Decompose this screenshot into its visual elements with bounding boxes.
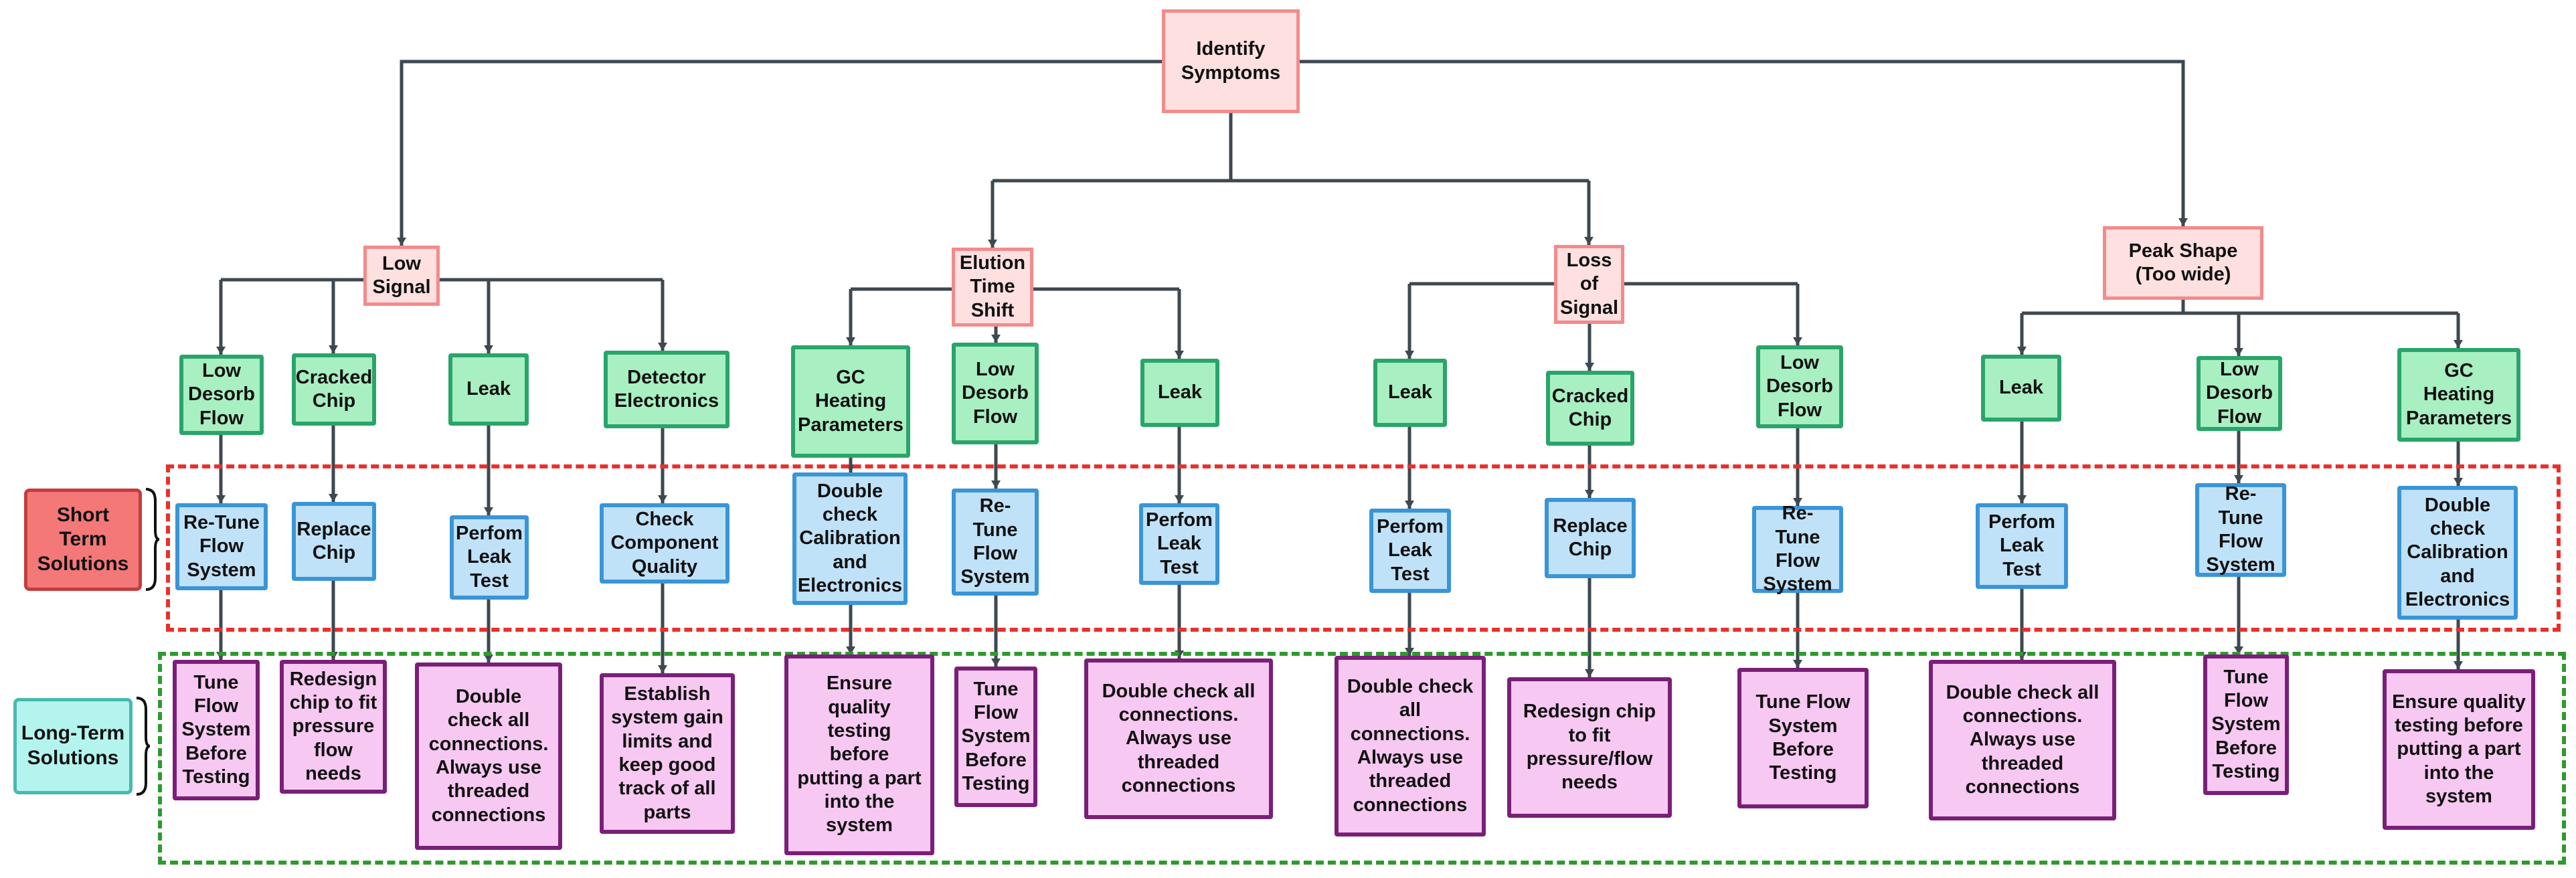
arrow-short-8: [1405, 501, 1414, 509]
arrow-long-3: [484, 654, 493, 663]
short-term-node-9: Replace Chip: [1545, 498, 1636, 578]
short-term-node-13: Double check Calibration and Electronics: [2397, 486, 2518, 620]
arrow-cause-13: [2454, 340, 2463, 348]
cause-node-12: Low Desorb Flow: [2197, 356, 2282, 431]
category-peak-shape: Peak Shape (Too wide): [2103, 226, 2263, 300]
arrow-cause-6: [991, 335, 1001, 343]
edge-root-peak-shape: [1300, 60, 2185, 226]
long-term-node-3: Double check all connections. Always use…: [415, 663, 562, 850]
arrow-loss: [1584, 237, 1594, 245]
arrow-cause-8: [1405, 351, 1414, 359]
short-term-node-6: Re-Tune Flow System: [952, 489, 1039, 596]
short-term-node-10: Re-Tune Flow System: [1752, 503, 1843, 595]
arrow-long-12: [2234, 646, 2243, 654]
arrow-low-signal: [397, 238, 406, 246]
cause-node-5: GC Heating Parameters: [791, 345, 910, 458]
long-term-node-9: Redesign chip to fit pressure/flow needs: [1507, 677, 1672, 818]
short-term-node-1: Re-Tune Flow System: [175, 503, 268, 590]
long-term-bracket: [136, 697, 150, 796]
short-term-node-2: Replace Chip: [292, 502, 376, 581]
arrow-long-9: [1585, 669, 1594, 677]
arrow-short-6: [991, 480, 1001, 489]
cause-node-13: GC Heating Parameters: [2397, 348, 2520, 442]
arrow-long-4: [658, 665, 667, 673]
arrow-cause-3: [484, 345, 493, 353]
arrow-cause-7: [1175, 351, 1184, 359]
arrow-long-5: [846, 646, 855, 654]
cause-node-6: Low Desorb Flow: [952, 343, 1039, 444]
cause-node-8: Leak: [1373, 359, 1447, 427]
legend-short-term-solutions: Short Term Solutions: [24, 489, 142, 591]
root-node: Identify Symptoms: [1162, 9, 1300, 113]
arrow-short-1: [216, 495, 226, 503]
long-term-node-7: Double check all connections. Always use…: [1084, 658, 1273, 819]
category-low-signal: Low Signal: [363, 246, 440, 306]
cause-node-10: Low Desorb Flow: [1756, 345, 1843, 428]
long-term-node-2: Redesign chip to fit pressure flow needs: [280, 660, 387, 794]
cause-node-9: Cracked Chip: [1546, 371, 1634, 446]
long-term-band: [158, 652, 2566, 865]
arrow-short-4: [658, 495, 667, 503]
arrow-cause-2: [329, 345, 338, 353]
short-term-node-5: Double check Calibration and Electronics: [792, 472, 908, 605]
long-term-node-11: Double check all connections. Always use…: [1929, 660, 2116, 820]
short-term-node-4: Check Component Quality: [600, 503, 729, 584]
arrow-elution: [988, 240, 997, 248]
short-term-node-7: Perfom Leak Test: [1139, 503, 1219, 585]
long-term-node-13: Ensure quality testing before putting a …: [2383, 669, 2535, 830]
arrow-cause-1: [216, 347, 226, 355]
short-term-node-3: Perfom Leak Test: [450, 515, 529, 600]
cause-node-4: Detector Electronics: [604, 351, 729, 428]
cause-node-3: Leak: [448, 353, 529, 426]
long-term-node-4: Establish system gain limits and keep go…: [600, 673, 735, 834]
arrow-short-12: [2234, 475, 2243, 483]
arrow-long-6: [991, 658, 1001, 667]
cause-node-2: Cracked Chip: [292, 353, 376, 426]
short-term-node-8: Perfom Leak Test: [1369, 509, 1451, 593]
legend-long-term-solutions: Long-Term Solutions: [13, 698, 133, 794]
arrow-cause-12: [2234, 348, 2243, 356]
arrow-cause-10: [1793, 337, 1802, 345]
cause-node-11: Leak: [1981, 355, 2061, 422]
arrow-short-7: [1175, 495, 1184, 503]
short-term-band: [166, 464, 2561, 632]
short-term-node-11: Perfom Leak Test: [1976, 503, 2068, 589]
cause-node-7: Leak: [1140, 359, 1219, 427]
arrow-cause-5: [846, 337, 855, 345]
arrow-cause-9: [1585, 363, 1594, 371]
category-elution-time-shift: Elution Time Shift: [952, 248, 1033, 327]
arrow-short-3: [484, 507, 493, 515]
arrow-short-9: [1585, 490, 1594, 498]
category-loss-of-signal: Loss of Signal: [1554, 245, 1624, 324]
long-term-node-8: Double check all connections. Always use…: [1335, 656, 1486, 837]
edge-root-low-signal: [400, 60, 1162, 246]
arrow-cause-11: [2017, 347, 2027, 355]
short-term-bracket: [145, 488, 159, 591]
arrow-peak-shape: [2178, 218, 2188, 226]
long-term-node-5: Ensure quality testing before putting a …: [784, 654, 934, 855]
long-term-node-12: Tune Flow System Before Testing: [2203, 654, 2289, 795]
arrow-short-2: [329, 494, 338, 502]
long-term-node-1: Tune Flow System Before Testing: [173, 660, 260, 800]
cause-node-1: Low Desorb Flow: [179, 355, 264, 435]
arrow-short-10: [1793, 498, 1802, 506]
arrow-short-11: [2017, 495, 2027, 503]
arrow-long-10: [1793, 660, 1802, 668]
arrow-long-13: [2454, 661, 2463, 669]
long-term-node-10: Tune Flow System Before Testing: [1737, 668, 1869, 808]
arrow-cause-4: [658, 343, 667, 351]
long-term-node-6: Tune Flow System Before Testing: [954, 667, 1037, 807]
short-term-node-12: Re-Tune Flow System: [2195, 483, 2286, 577]
arrow-short-13: [2454, 478, 2463, 486]
